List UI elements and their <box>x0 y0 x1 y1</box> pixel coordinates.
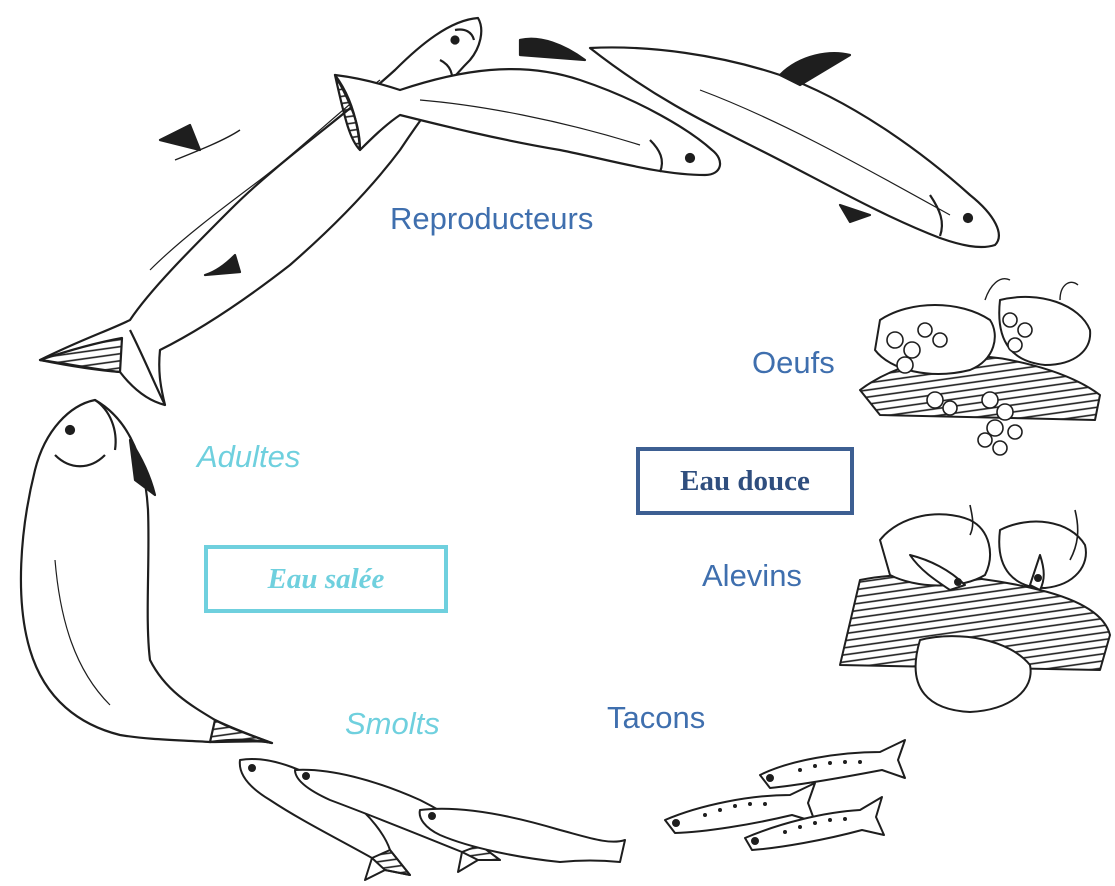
smolts-icon <box>240 759 625 880</box>
stage-label-reproducteurs: Reproducteurs <box>390 203 593 234</box>
zone-label-eau-salee: Eau salée <box>268 565 385 594</box>
smolt-3-icon <box>420 809 625 862</box>
alevins-icon <box>840 505 1110 712</box>
stage-label-oeufs: Oeufs <box>752 347 835 378</box>
stage-label-alevins: Alevins <box>702 560 802 591</box>
zone-box-eau-douce: Eau douce <box>636 447 854 515</box>
zone-label-eau-douce: Eau douce <box>680 467 810 496</box>
stage-label-smolts: Smolts <box>345 708 440 739</box>
zone-box-eau-salee: Eau salée <box>204 545 448 613</box>
stage-label-adultes: Adultes <box>197 441 300 472</box>
parr-1-icon <box>760 740 905 788</box>
eggs-in-gravel-icon <box>860 279 1100 455</box>
stage-label-tacons: Tacons <box>607 702 705 733</box>
parr-icon <box>665 740 905 850</box>
